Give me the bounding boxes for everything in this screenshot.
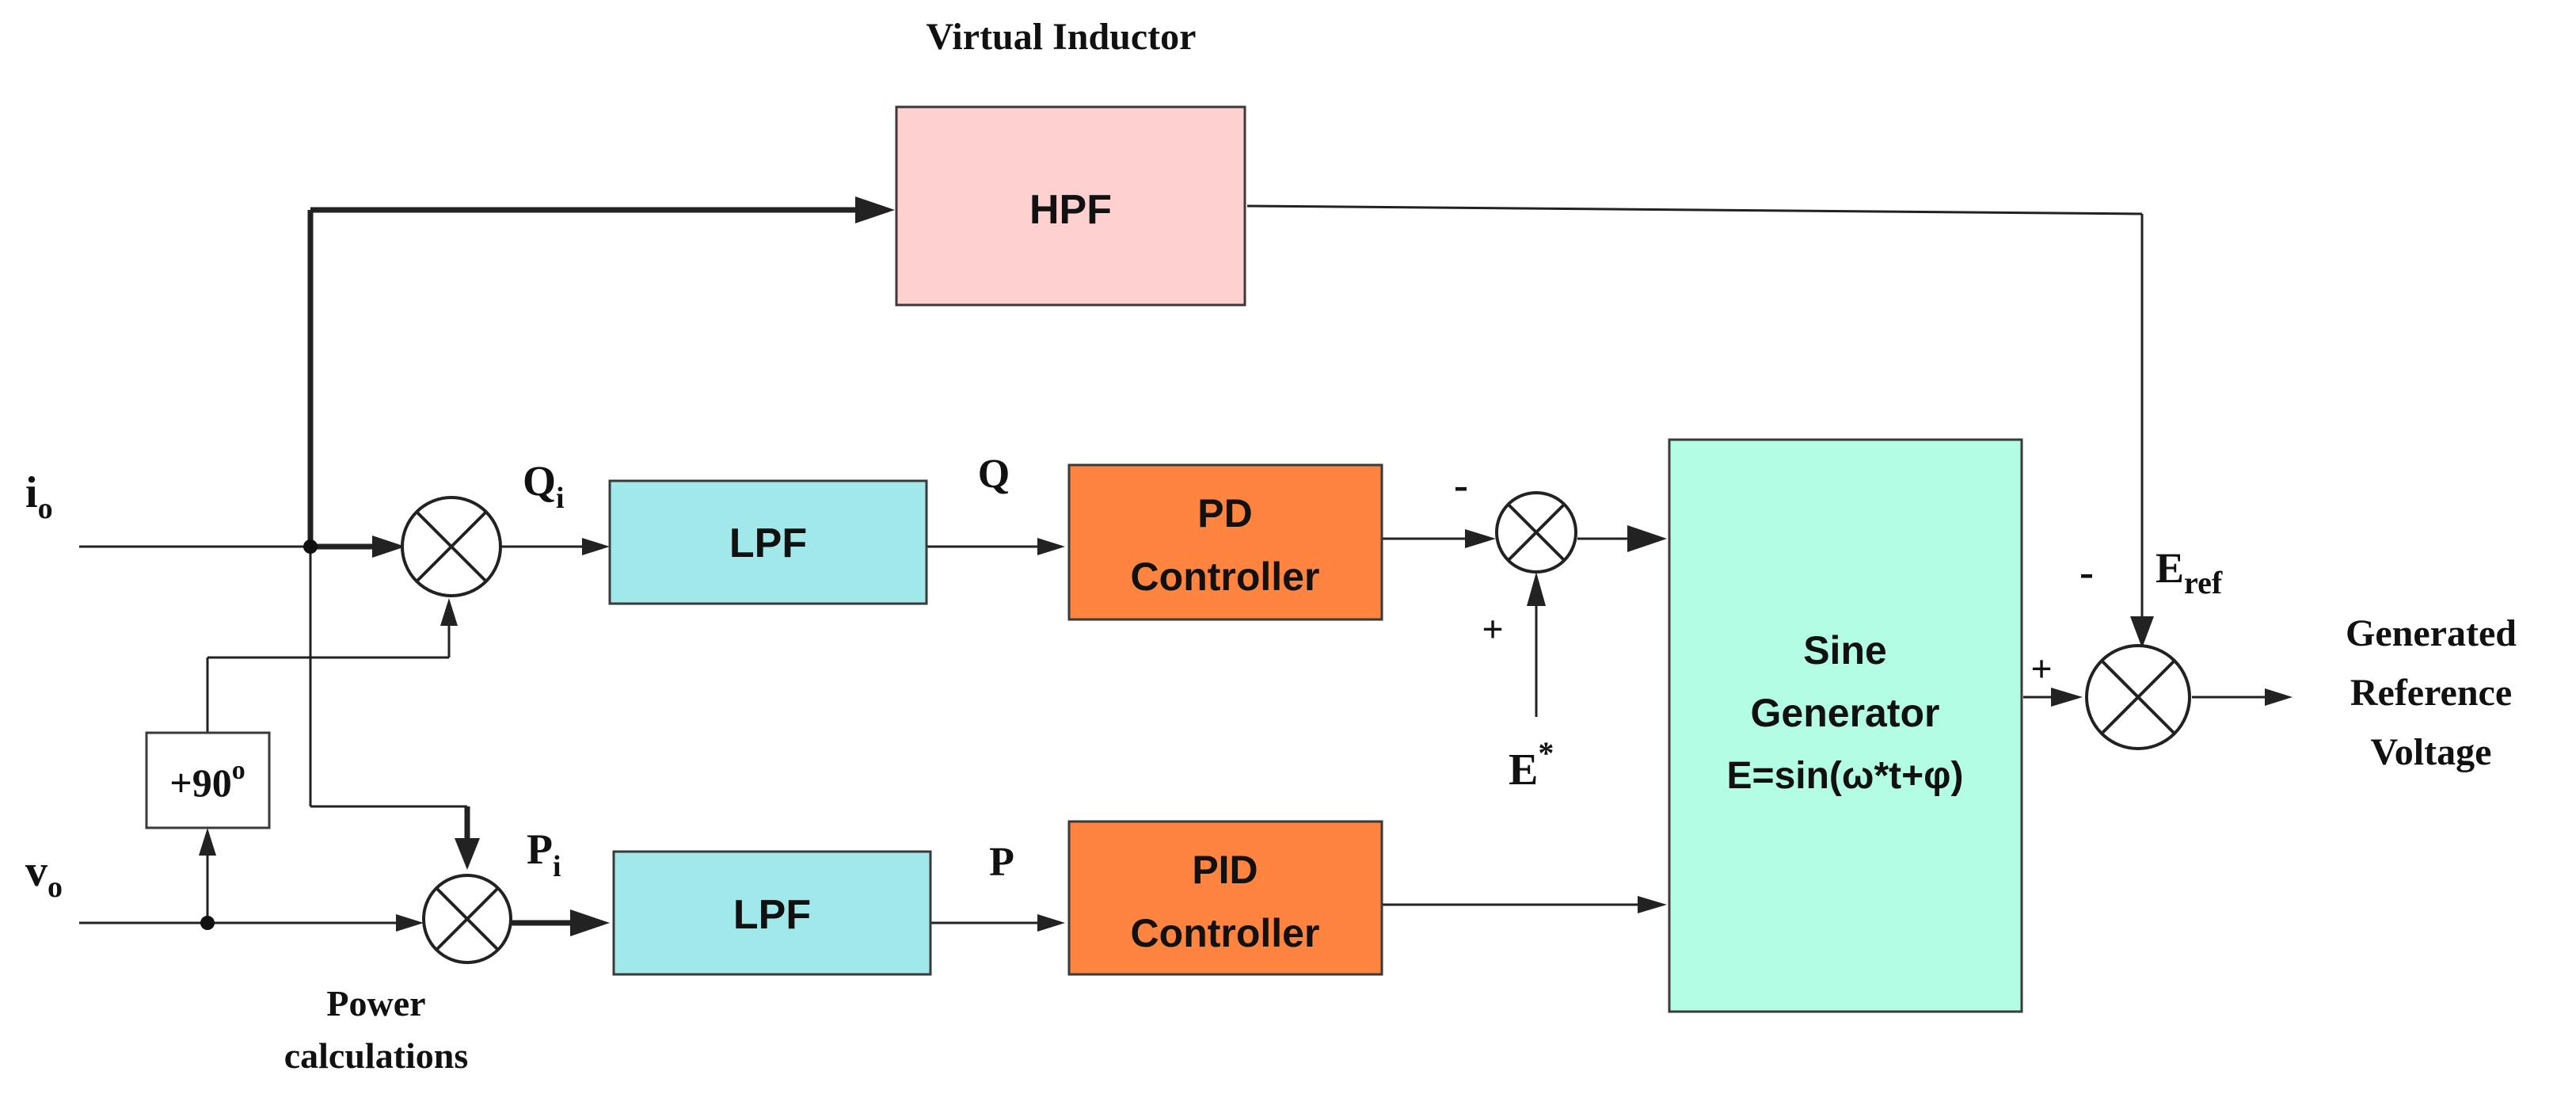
arrow-head <box>2051 688 2083 707</box>
q-instant-label: Qi <box>523 457 565 515</box>
lpf-p-block: LPF <box>612 850 932 976</box>
arrow-head <box>2265 688 2293 706</box>
arrow-head <box>1527 572 1546 606</box>
q-multiplier <box>401 496 502 597</box>
junction-dot <box>200 916 215 930</box>
p-filtered-label: P <box>989 840 1014 885</box>
hpf-label: HPF <box>1029 187 1112 233</box>
pd-controller-block: PD Controller <box>1067 463 1383 621</box>
pd-sum-plus: + <box>1482 608 1503 650</box>
wires <box>79 196 2293 936</box>
pd-sum-minus: - <box>1454 461 1468 509</box>
phase-shift-label: +90o <box>169 756 245 805</box>
arrow-head <box>1037 538 1065 555</box>
p-multiplier <box>422 874 512 964</box>
lpf-p-label: LPF <box>733 892 811 938</box>
out-sum-plus: + <box>2030 648 2052 690</box>
lpf-q-block: LPF <box>608 479 928 605</box>
arrow-head <box>440 598 458 626</box>
p-instant-label: Pi <box>527 825 561 883</box>
output-label-line2: Reference <box>2350 672 2512 714</box>
input-voltage-label: vo <box>25 847 63 904</box>
e-star-label: E* <box>1509 735 1554 795</box>
arrow-head <box>372 536 405 558</box>
out-sum-minus: - <box>2079 548 2094 596</box>
arrow-head <box>570 909 610 936</box>
arrow-head <box>199 828 216 856</box>
pid-label: PID <box>1192 848 1258 892</box>
sine-generator-block: Sine Generator E=sin(ω*t+φ) <box>1668 438 2023 1013</box>
sine-equation-label: E=sin(ω*t+φ) <box>1727 755 1964 797</box>
output-label-line1: Generated <box>2346 612 2517 654</box>
output-summer <box>2085 644 2191 750</box>
arrow-head <box>855 196 895 223</box>
output-label-line3: Voltage <box>2371 731 2492 773</box>
arrow-head <box>582 538 610 555</box>
pid-controller-label: Controller <box>1131 911 1320 955</box>
junction-dot <box>303 539 318 554</box>
e-ref-label: Eref <box>2156 544 2223 600</box>
pid-controller-block: PID Controller <box>1067 820 1383 976</box>
pd-label: PD <box>1197 491 1252 536</box>
input-current-label: io <box>25 468 53 525</box>
sine-label: Sine <box>1803 628 1887 673</box>
lpf-q-label: LPF <box>729 520 807 566</box>
arrow-head <box>455 838 480 870</box>
arrow-head <box>2130 616 2154 648</box>
generator-label: Generator <box>1751 691 1940 735</box>
diagram-title: Virtual Inductor <box>927 16 1197 58</box>
power-calc-label-line2: calculations <box>284 1035 469 1076</box>
hpf-block: HPF <box>895 105 1246 307</box>
arrow-head <box>396 914 424 932</box>
arrow-head <box>1465 529 1496 548</box>
arrow-head <box>1638 896 1667 913</box>
pd-controller-label: Controller <box>1131 555 1320 599</box>
power-calc-label-line1: Power <box>326 983 425 1023</box>
q-filtered-label: Q <box>978 452 1010 497</box>
arrow-head <box>1037 914 1065 932</box>
phase-shift-block: +90o <box>145 731 271 829</box>
e-star-summer <box>1495 491 1577 574</box>
arrow-head <box>1627 525 1667 552</box>
